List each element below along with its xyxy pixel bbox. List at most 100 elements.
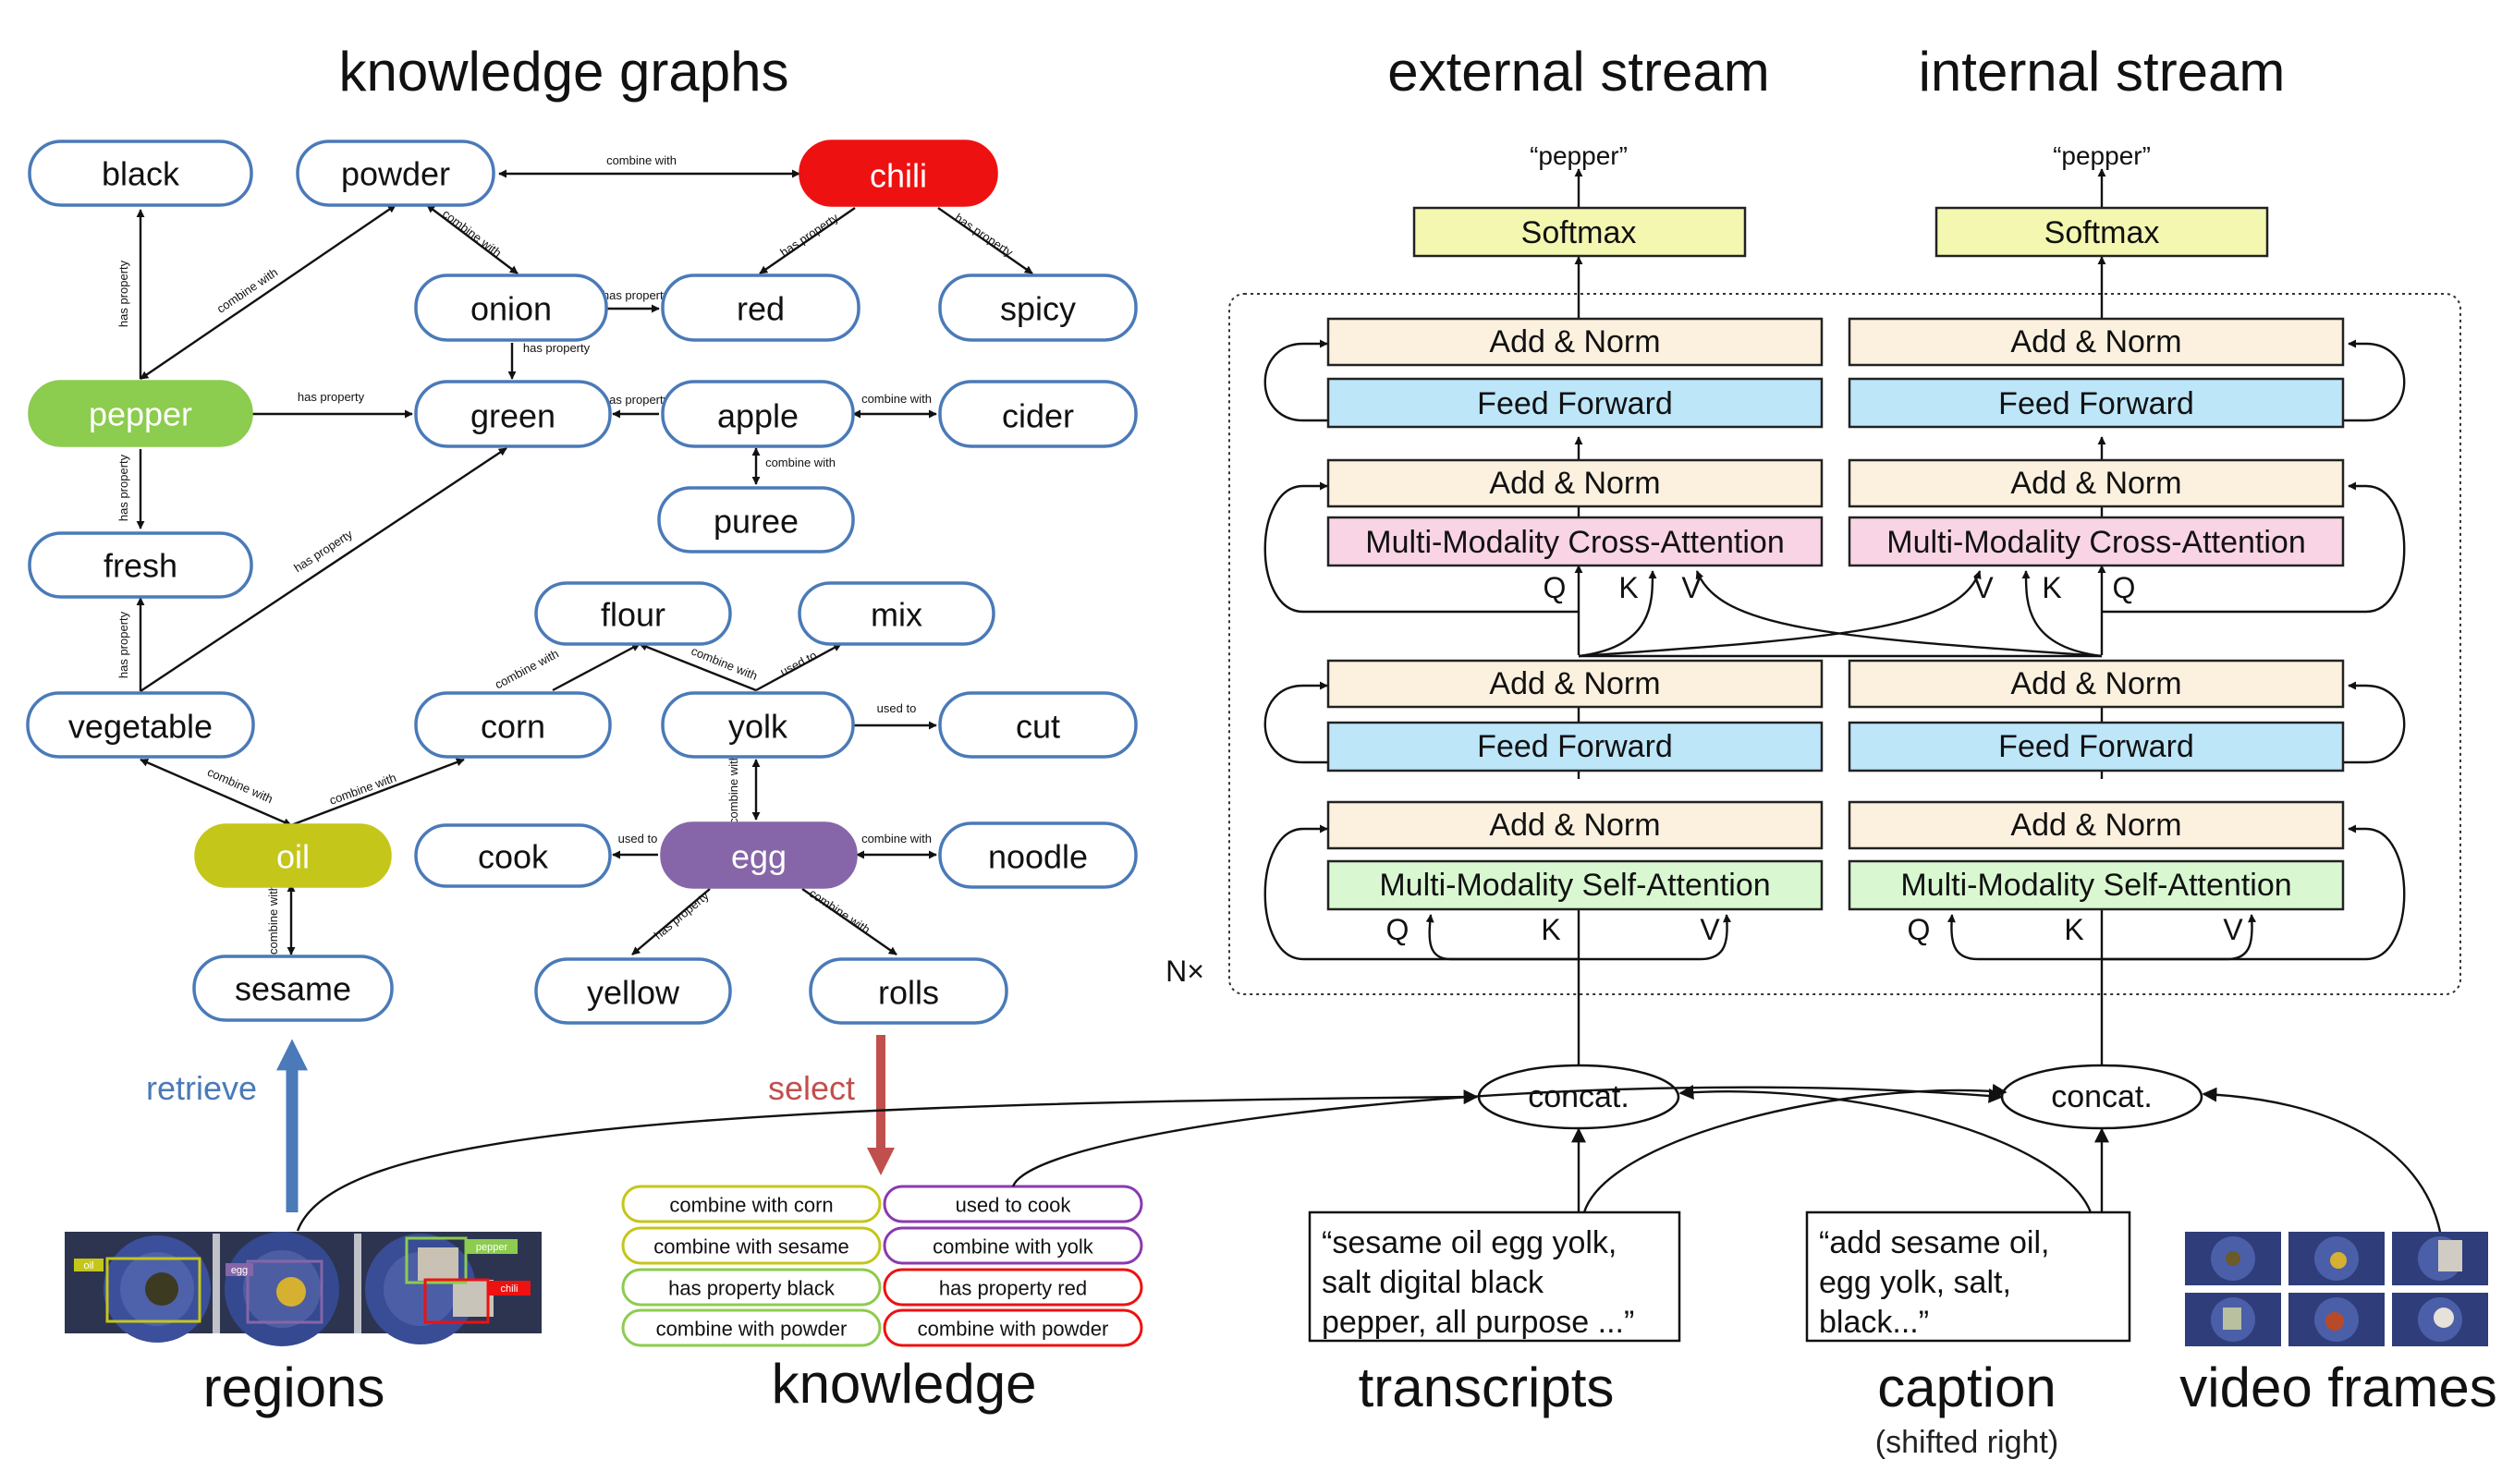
retrieve-label: retrieve [146, 1069, 257, 1107]
add-norm-box [1326, 458, 1824, 508]
node-flour [534, 581, 732, 646]
add-norm-box [1848, 800, 2345, 850]
v-label: V [1973, 571, 1994, 604]
node-cider [938, 380, 1138, 448]
node-powder [296, 140, 495, 207]
node-sesame [192, 955, 394, 1022]
region-tag-oil: oil [83, 1260, 93, 1271]
node-label: green [470, 397, 555, 435]
select-label: select [768, 1069, 855, 1107]
knowledge-text: combine with powder [656, 1318, 848, 1341]
knowledge-text: used to cook [956, 1194, 1072, 1217]
add-norm-label: Add & Norm [1489, 666, 1660, 701]
caption-line: black...” [1819, 1305, 1929, 1340]
node-label: corn [481, 708, 545, 746]
add-norm-label: Add & Norm [1489, 324, 1660, 359]
edge-label: has property [777, 211, 841, 260]
q-label: Q [2113, 571, 2136, 604]
node-spicy [938, 274, 1138, 342]
nx-label: N× [1165, 955, 1204, 988]
v-label: V [1681, 571, 1702, 604]
cross-attention-box [1848, 516, 2345, 567]
node-puree [657, 486, 855, 553]
cross-attention-label: Multi-Modality Cross-Attention [1365, 525, 1784, 560]
edge-label: has property [116, 260, 130, 327]
node-label: black [102, 155, 180, 193]
concat-label: concat. [2051, 1079, 2153, 1114]
edge-label: has property [116, 454, 130, 521]
softmax-label: Softmax [1521, 215, 1637, 250]
self-attention-box [1326, 859, 1824, 911]
node-label: powder [341, 155, 450, 193]
node-mix [798, 581, 995, 646]
knowledge-pill [883, 1268, 1143, 1307]
v-label: V [1700, 913, 1720, 946]
video-frames [2185, 1232, 2488, 1346]
knowledge-text: has property red [939, 1277, 1087, 1300]
node-label: chili [870, 157, 927, 195]
node-label: mix [871, 596, 922, 634]
node-label: fresh [104, 547, 177, 585]
knowledge-pill [621, 1308, 882, 1347]
node-onion [414, 274, 608, 342]
node-label: onion [470, 290, 552, 328]
feed-forward-label: Feed Forward [1998, 386, 2194, 421]
edge-label: has property [652, 888, 712, 942]
edge-label: combine with [807, 886, 873, 937]
transcript-line: “sesame oil egg yolk, [1322, 1225, 1617, 1260]
node-label: red [737, 290, 785, 328]
edge-label: combine with [861, 392, 932, 406]
node-label: noodle [988, 838, 1088, 876]
self-attention-label: Multi-Modality Self-Attention [1900, 868, 2291, 903]
node-corn [414, 691, 612, 759]
region-tag-pepper: pepper [476, 1242, 508, 1253]
node-label: rolls [878, 974, 939, 1012]
q-label: Q [1386, 913, 1410, 946]
node-apple [661, 380, 855, 448]
edge-label: has property [952, 211, 1016, 260]
k-label: K [2042, 571, 2061, 604]
node-label: puree [714, 503, 799, 541]
node-label: oil [276, 838, 310, 876]
heading-caption: caption [1877, 1356, 2056, 1418]
heading-knowledge: knowledge [772, 1353, 1037, 1415]
knowledge-text: has property black [668, 1277, 836, 1300]
feed-forward-box [1326, 721, 1824, 772]
k-label: K [1618, 571, 1638, 604]
feed-forward-label: Feed Forward [1477, 386, 1673, 421]
node-label: flour [601, 596, 665, 634]
add-norm-label: Add & Norm [2010, 666, 2181, 701]
feed-forward-box [1326, 377, 1824, 429]
edge-label: has property [291, 527, 355, 575]
transcript-line: pepper, all purpose ...” [1322, 1305, 1634, 1340]
knowledge-pill [883, 1308, 1143, 1347]
edge-label: used to [778, 648, 820, 678]
output-label: “pepper” [2053, 141, 2151, 170]
node-label: pepper [89, 395, 192, 433]
add-norm-label: Add & Norm [2010, 324, 2181, 359]
node-vegetable [26, 691, 255, 759]
nx-container [1228, 293, 2461, 995]
softmax-box [1934, 206, 2269, 258]
node-noodle [938, 821, 1138, 889]
node-egg [660, 821, 858, 889]
add-norm-label: Add & Norm [1489, 808, 1660, 843]
knowledge-pill [621, 1185, 882, 1223]
regions-image-strip: oil egg pepper chili [65, 1232, 542, 1346]
node-pepper [28, 380, 253, 447]
node-green [414, 380, 612, 448]
edge-label: has property [603, 393, 670, 407]
softmax-box [1412, 206, 1747, 258]
edge-label: has property [523, 341, 591, 355]
heading-knowledge-graphs: knowledge graphs [338, 41, 788, 103]
edge-label: combine with [726, 754, 740, 824]
cross-attention-label: Multi-Modality Cross-Attention [1886, 525, 2305, 560]
heading-video-frames: video frames [2179, 1356, 2496, 1418]
region-tag-egg: egg [231, 1265, 248, 1276]
q-label: Q [1544, 571, 1567, 604]
edge-label: combine with [861, 832, 932, 845]
feed-forward-box [1848, 721, 2345, 772]
add-norm-label: Add & Norm [1489, 466, 1660, 501]
caption-subtitle: (shifted right) [1875, 1425, 2058, 1460]
edge-label: has property [603, 288, 670, 302]
